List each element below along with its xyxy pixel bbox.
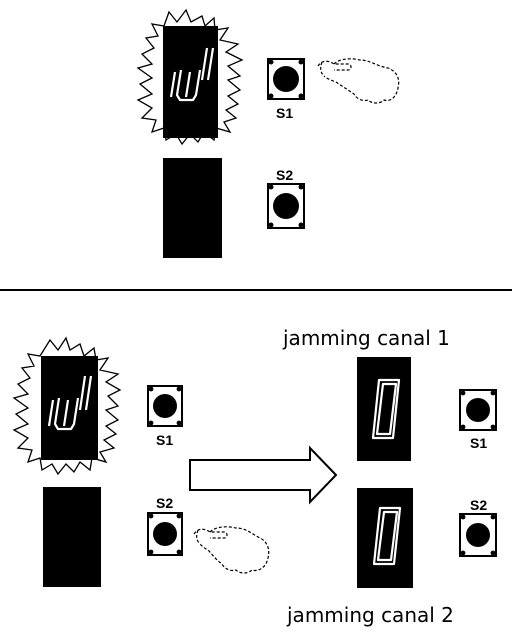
display-glyph-u <box>169 47 215 102</box>
s1-label-top: S1 <box>276 105 293 121</box>
right-arrow-icon <box>189 445 338 505</box>
s2-button-right[interactable] <box>459 513 497 557</box>
s1-button-bottom-left[interactable] <box>147 385 183 427</box>
display-top-1 <box>163 26 218 138</box>
s1-button-top[interactable] <box>267 58 305 100</box>
pointing-hand-icon <box>193 526 270 574</box>
display-glyph-0-canal-2 <box>372 506 402 566</box>
display-bottom-left-2 <box>43 487 101 587</box>
s2-label-top: S2 <box>276 167 293 183</box>
s1-label-right: S1 <box>470 435 487 451</box>
display-canal-1 <box>357 357 411 461</box>
bottom-left-panel: S1 S2 <box>12 336 270 587</box>
s2-label-right: S2 <box>470 497 487 513</box>
display-top-2 <box>163 158 222 258</box>
display-glyph-u-bottom <box>47 375 93 431</box>
display-canal-2 <box>357 488 413 588</box>
s2-button-top[interactable] <box>267 183 305 229</box>
caption-jamming-canal-1: jamming canal 1 <box>282 326 450 350</box>
top-panel: S1 S2 <box>136 8 400 258</box>
s2-button-bottom-left[interactable] <box>147 512 183 556</box>
bottom-right-panel: jamming canal 1 S1 S2 <box>282 326 497 627</box>
s1-label-bottom-left: S1 <box>156 432 173 448</box>
caption-jamming-canal-2: jamming canal 2 <box>286 603 454 627</box>
display-bottom-left-1 <box>41 356 98 460</box>
pointing-hand-icon <box>317 58 400 104</box>
s1-button-right[interactable] <box>459 389 497 431</box>
s2-label-bottom-left: S2 <box>156 495 173 511</box>
display-glyph-0-canal-1 <box>371 378 401 440</box>
